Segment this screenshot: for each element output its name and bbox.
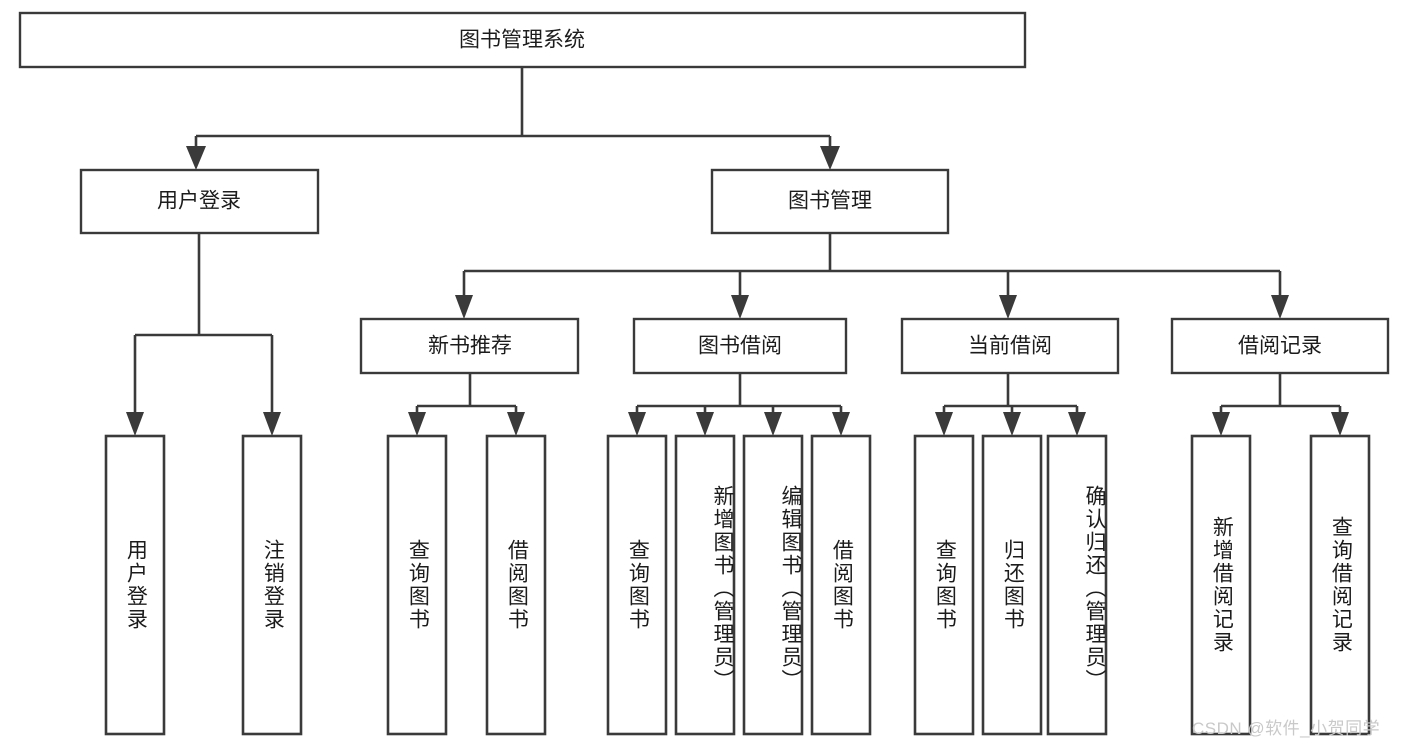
leaf-query-record-box[interactable] <box>1309 434 1371 736</box>
arrow-to-book-borrow <box>731 295 749 319</box>
leaf-confirm-return-box[interactable] <box>1046 434 1108 736</box>
node-borrow-record[interactable]: 借阅记录 <box>1170 317 1390 375</box>
connector-group-book-manage <box>455 233 1289 319</box>
arrow-to-leaf-borrow-book-b <box>832 412 850 436</box>
node-new-book-rec-box <box>359 317 580 375</box>
node-borrow-record-label: 借阅记录 <box>1238 335 1322 358</box>
arrow-to-borrow-record <box>1271 295 1289 319</box>
node-current-borrow-label: 当前借阅 <box>968 335 1052 358</box>
leaf-query-book-b-box[interactable] <box>606 434 668 736</box>
leaf-user-login-box[interactable] <box>104 434 166 736</box>
arrow-to-new-book-rec <box>455 295 473 319</box>
arrow-to-leaf-return-book <box>1003 412 1021 436</box>
connector-group-borrow-record <box>1212 373 1349 436</box>
arrow-to-leaf-add-book <box>696 412 714 436</box>
arrow-to-leaf-user-logout <box>263 412 281 436</box>
leaf-add-record-box[interactable] <box>1190 434 1252 736</box>
arrow-to-current-borrow <box>999 295 1017 319</box>
arrow-to-leaf-query-book-rec <box>408 412 426 436</box>
arrow-to-leaf-query-book-b <box>628 412 646 436</box>
arrow-to-leaf-add-record <box>1212 412 1230 436</box>
leaf-borrow-book-b-box[interactable] <box>810 434 872 736</box>
node-user-login-label: 用户登录 <box>157 190 241 213</box>
node-book-manage-box <box>710 168 950 235</box>
node-book-manage[interactable]: 图书管理 <box>710 168 950 235</box>
node-book-borrow[interactable]: 图书借阅 <box>632 317 848 375</box>
leaf-user-logout-box[interactable] <box>241 434 303 736</box>
node-book-manage-label: 图书管理 <box>788 190 872 213</box>
node-book-borrow-box <box>632 317 848 375</box>
arrow-to-leaf-borrow-book-rec <box>507 412 525 436</box>
leaf-return-book-box[interactable] <box>981 434 1043 736</box>
connector-group-user-login <box>126 233 281 436</box>
connector-group-new-book-rec <box>408 373 525 436</box>
node-current-borrow-box <box>900 317 1120 375</box>
node-new-book-rec-label: 新书推荐 <box>428 335 512 358</box>
arrow-to-book-manage <box>820 146 840 170</box>
csdn-watermark: CSDN @软件_小贺同学 <box>1192 719 1381 738</box>
node-root-label: 图书管理系统 <box>459 29 585 52</box>
arrow-to-leaf-query-book-c <box>935 412 953 436</box>
node-user-login[interactable]: 用户登录 <box>79 168 320 235</box>
arrow-to-leaf-confirm-return <box>1068 412 1086 436</box>
leaf-edit-book-box[interactable] <box>742 434 804 736</box>
node-current-borrow[interactable]: 当前借阅 <box>900 317 1120 375</box>
connector-group-current-borrow <box>935 373 1086 436</box>
node-user-login-box <box>79 168 320 235</box>
connector-group-book-borrow <box>628 373 850 436</box>
leaf-add-book-box[interactable] <box>674 434 736 736</box>
node-new-book-rec[interactable]: 新书推荐 <box>359 317 580 375</box>
arrow-to-user-login <box>186 146 206 170</box>
leaf-query-book-c-box[interactable] <box>913 434 975 736</box>
leaf-boxes <box>104 434 1371 736</box>
node-book-borrow-label: 图书借阅 <box>698 335 782 358</box>
connector-group-root <box>186 67 840 170</box>
leaf-query-book-rec-box[interactable] <box>386 434 448 736</box>
node-root[interactable]: 图书管理系统 <box>18 11 1027 69</box>
arrow-to-leaf-edit-book <box>764 412 782 436</box>
arrow-to-leaf-query-record <box>1331 412 1349 436</box>
arrow-to-leaf-user-login <box>126 412 144 436</box>
leaf-borrow-book-rec-box[interactable] <box>485 434 547 736</box>
node-root-box <box>18 11 1027 69</box>
node-borrow-record-box <box>1170 317 1390 375</box>
